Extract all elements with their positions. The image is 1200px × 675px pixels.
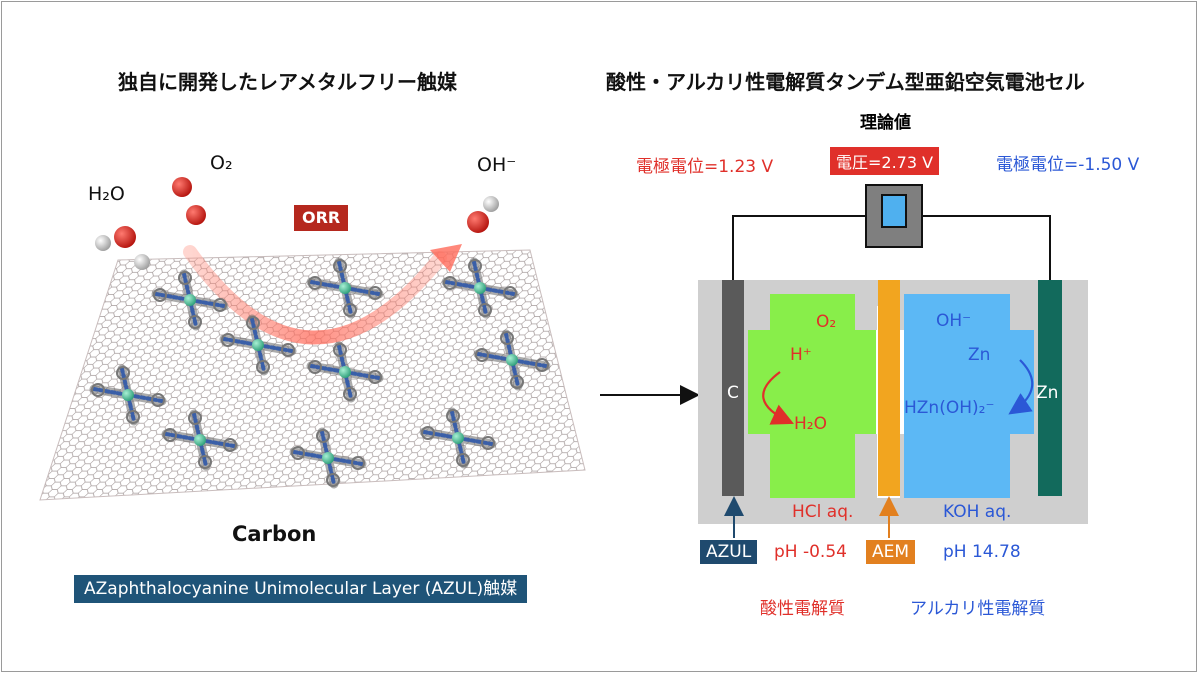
voltmeter-icon <box>865 184 923 248</box>
o2-label: O₂ <box>210 152 233 174</box>
ph-right-label: pH 14.78 <box>943 542 1021 562</box>
carbon-electrode <box>722 280 744 496</box>
oh-molecule-icon <box>467 196 499 233</box>
hcl-label: HCl aq. <box>792 502 854 522</box>
h2o-molecule-icon <box>95 226 150 270</box>
oh-label: OH⁻ <box>477 154 517 176</box>
ph-left-label: pH -0.54 <box>774 542 847 562</box>
azul-badge: AZUL <box>700 540 758 564</box>
zinc-electrode <box>1038 280 1062 496</box>
orr-badge: ORR <box>294 205 349 231</box>
left-potential: 電極電位=1.23 V <box>636 157 774 177</box>
carbon-label: Carbon <box>232 522 317 546</box>
hplus-label: H⁺ <box>790 345 812 365</box>
zn-reactant-label: Zn <box>968 345 991 365</box>
zn-to-hzn-arrow <box>1008 359 1034 415</box>
azul-caption: AZaphthalocyanine Unimolecular Layer (AZ… <box>74 575 528 603</box>
aem-badge: AEM <box>866 540 916 564</box>
right-potential: 電極電位=-1.50 V <box>996 155 1140 175</box>
left-title: 独自に開発したレアメタルフリー触媒 <box>118 70 457 94</box>
theory-label: 理論値 <box>860 113 911 133</box>
cell-h2o-label: H₂O <box>794 414 827 434</box>
h2o-label: H₂O <box>88 183 125 205</box>
cell-o2-label: O₂ <box>816 312 837 332</box>
voltage-badge: 電圧=2.73 V <box>830 147 940 175</box>
koh-label: KOH aq. <box>943 502 1012 522</box>
aem-membrane <box>878 280 900 496</box>
o2-molecule-icon <box>172 177 206 225</box>
right-title: 酸性・アルカリ性電解質タンデム型亜鉛空気電池セル <box>606 70 1085 94</box>
hzn-label: HZn(OH)₂⁻ <box>904 398 995 418</box>
orr-arc <box>183 245 447 345</box>
zinc-electrode-label: Zn <box>1036 383 1059 403</box>
carbon-electrode-label: C <box>727 383 739 403</box>
cell-oh-label: OH⁻ <box>936 311 972 331</box>
acid-electrolyte-label: 酸性電解質 <box>760 599 845 619</box>
external-circuit <box>732 215 1051 280</box>
hplus-to-h2o-arrow <box>762 371 794 425</box>
alkali-electrolyte-label: アルカリ性電解質 <box>910 599 1046 619</box>
